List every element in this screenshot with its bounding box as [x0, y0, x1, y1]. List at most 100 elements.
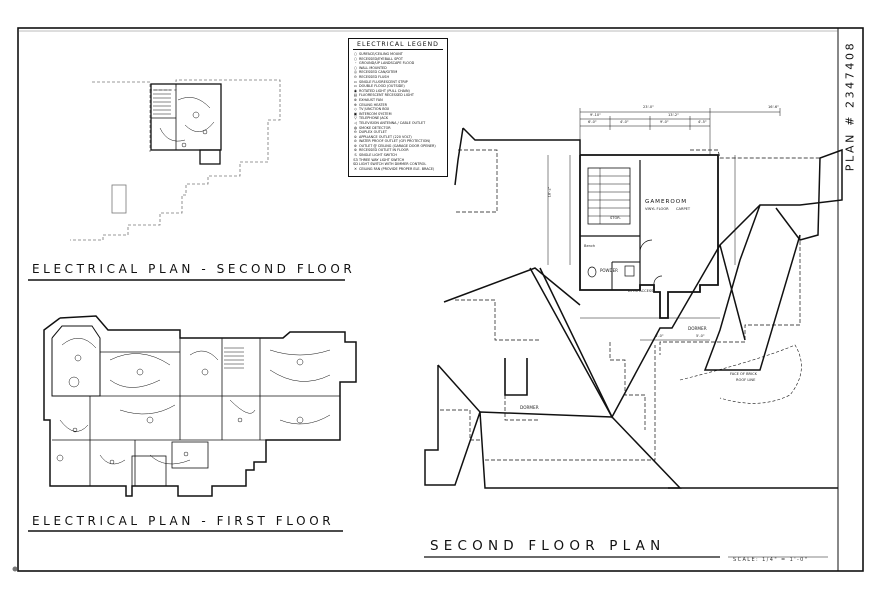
- legend-symbol-icon: ⊘: [353, 139, 357, 144]
- legend-item: ▭SINGLE FLUORESCENT STRIP: [352, 80, 444, 85]
- dimension-text: 6'-0": [588, 120, 597, 124]
- legend-item: ▣INTERCOM SYSTEM: [352, 112, 444, 117]
- legend-list: ○SURFACE/CEILING MOUNT○RECESSED/EYEBALL …: [349, 52, 447, 171]
- dimension-text: 4'-0": [620, 120, 629, 124]
- legend-label: FLUORESCENT RECESSED LIGHT: [359, 93, 414, 98]
- second-floor-plan-dashed: [440, 149, 820, 461]
- legend-label: RECESSED FLUSH: [359, 74, 389, 79]
- legend-label: LIGHT SWITCH WITH DIMMER CONTROL: [359, 162, 427, 167]
- legend-symbol-icon: ▤: [353, 93, 358, 98]
- legend-label: CEILING HEATER: [359, 102, 387, 107]
- legend-symbol-icon: ▭: [353, 79, 358, 84]
- legend-label: DUPLEX OUTLET: [359, 130, 387, 135]
- legend-item: ⊗EXHAUST FAN: [352, 98, 444, 103]
- legend-symbol-icon: ▣: [353, 111, 358, 116]
- first-floor-stair: [224, 347, 244, 369]
- legend-item: ◇TV JUNCTION BOX: [352, 107, 444, 112]
- legend-symbol-icon: ○: [353, 56, 358, 61]
- legend-label: SURFACE/CEILING MOUNT: [359, 52, 403, 56]
- room-label-dormer-right: DORMER: [688, 326, 707, 331]
- legend-label: RECESSED CAN/GITEM: [359, 70, 398, 75]
- legend-item: ⊖DUPLEX OUTLET: [352, 130, 444, 135]
- legend-symbol-icon: ▭: [353, 84, 358, 89]
- legend-item: ◍SMOKE DETECTOR: [352, 126, 444, 131]
- legend-label: APPLIANCE OUTLET (220 VOLT): [359, 134, 412, 139]
- dimension-text: 16'-6": [768, 105, 779, 109]
- legend-item: ⊕CEILING HEATER: [352, 103, 444, 108]
- title-electrical-first-floor: ELECTRICAL PLAN - FIRST FLOOR: [32, 514, 335, 528]
- title-second-floor-plan: SECOND FLOOR PLAN: [430, 538, 666, 554]
- label-roof-line: ROOF LINE: [736, 378, 756, 382]
- room-floor-carpet: CARPET: [676, 207, 691, 211]
- face-of-brick-line: [679, 344, 802, 404]
- dormer-left: [504, 358, 528, 396]
- room-label-stor: STOR.: [610, 216, 621, 220]
- legend-symbol-icon: SD: [352, 162, 359, 167]
- dimension-text: 23'-0": [643, 105, 654, 109]
- legend-item: ◎RECESSED CAN/GITEM: [352, 70, 444, 75]
- legend-symbol-icon: ◁: [354, 120, 357, 125]
- plan-number-strip: PLAN # 2347408: [838, 36, 862, 176]
- room-label-gameroom: GAMEROOM: [645, 199, 688, 205]
- legend-item: ⊚RECESSED OUTLET IN FLOOR: [352, 148, 444, 153]
- dimension-lines: [547, 108, 781, 341]
- legend-label: DOUBLE FLOOD (OUTSIDE): [359, 84, 405, 89]
- legend-label: EXHAUST FAN: [359, 97, 383, 102]
- legend-symbol-icon: ◦: [354, 61, 357, 66]
- room-label-powder: POWDER: [600, 268, 618, 273]
- legend-label: THREE WAY LIGHT SWITCH: [359, 157, 405, 162]
- legend-item: ▤FLUORESCENT RECESSED LIGHT: [352, 93, 444, 98]
- room-floor-vinyl: VINYL FLOOR: [645, 207, 669, 211]
- legend-item: ▽TELEPHONE JACK: [352, 116, 444, 121]
- legend-symbol-icon: ○: [353, 52, 358, 56]
- powder-room-fixtures: [587, 239, 663, 286]
- legend-symbol-icon: ▽: [354, 116, 357, 121]
- legend-item: ⊙RECESSED FLUSH: [352, 75, 444, 80]
- legend-label: SMOKE DETECTOR: [359, 125, 391, 130]
- gameroom-walls: [579, 154, 719, 319]
- sheet-border: [17, 27, 864, 572]
- dimension-text: 8'-0": [655, 334, 664, 338]
- legend-item: ◦GROUND/UP LANDSCAPE FLOOD: [352, 61, 444, 66]
- label-attic-access: ATTIC ACCESS: [628, 289, 654, 293]
- roof-outline: [424, 127, 843, 489]
- legend-item: ▭DOUBLE FLOOD (OUTSIDE): [352, 84, 444, 89]
- legend-label: TELEPHONE JACK: [359, 116, 389, 121]
- dimension-text: 18'-2": [547, 186, 552, 198]
- legend-item: ○SURFACE/CEILING MOUNT: [352, 52, 444, 57]
- legend-label: SINGLE LIGHT SWITCH: [359, 153, 397, 158]
- dimension-text: 9'-0": [660, 120, 669, 124]
- legend-label: TELEVISION ANTENNA / CABLE OUTLET: [359, 120, 426, 125]
- legend-symbol-icon: ⊚: [353, 148, 357, 153]
- legend-symbol-icon: ○: [353, 65, 358, 70]
- legend-label: WALL MOUNTED: [359, 65, 387, 70]
- dimension-text: 9'-10": [590, 113, 601, 117]
- legend-symbol-icon: ⊖: [353, 130, 357, 135]
- legend-item: ◁TELEVISION ANTENNA / CABLE OUTLET: [352, 121, 444, 126]
- legend-item: ○WALL MOUNTED: [352, 66, 444, 71]
- legend-symbol-icon: ◉: [353, 88, 358, 93]
- legend-label: GROUND/UP LANDSCAPE FLOOD: [359, 61, 415, 66]
- legend-symbol-icon: ⊜: [353, 134, 357, 139]
- second-floor-electrical-walls: [150, 83, 222, 165]
- registration-dot: [12, 566, 18, 572]
- label-face-of-brick: FACE OF BRICK: [730, 372, 757, 376]
- legend-symbol-icon: S: [354, 153, 357, 158]
- second-floor-wiring: [159, 97, 215, 148]
- dimension-text: 4'-5": [698, 120, 707, 124]
- legend-label: SINGLE FLUORESCENT STRIP: [359, 79, 408, 84]
- first-floor-electrical-outline: [43, 315, 357, 497]
- legend-item: ⊜APPLIANCE OUTLET (220 VOLT): [352, 135, 444, 140]
- second-floor-stair: [153, 89, 171, 115]
- legend-label: RECESSED OUTLET IN FLOOR: [359, 148, 409, 153]
- scale-note: SCALE: 1/4" = 1'-0": [733, 557, 809, 563]
- plan-number: PLAN # 2347408: [843, 40, 857, 172]
- legend-symbol-icon: ◎: [353, 70, 358, 75]
- legend-title: ELECTRICAL LEGEND: [353, 41, 443, 50]
- legend-symbol-icon: ◍: [353, 125, 358, 130]
- legend-item: ⊘WATER PROOF OUTLET (GFI PROTECTION): [352, 139, 444, 144]
